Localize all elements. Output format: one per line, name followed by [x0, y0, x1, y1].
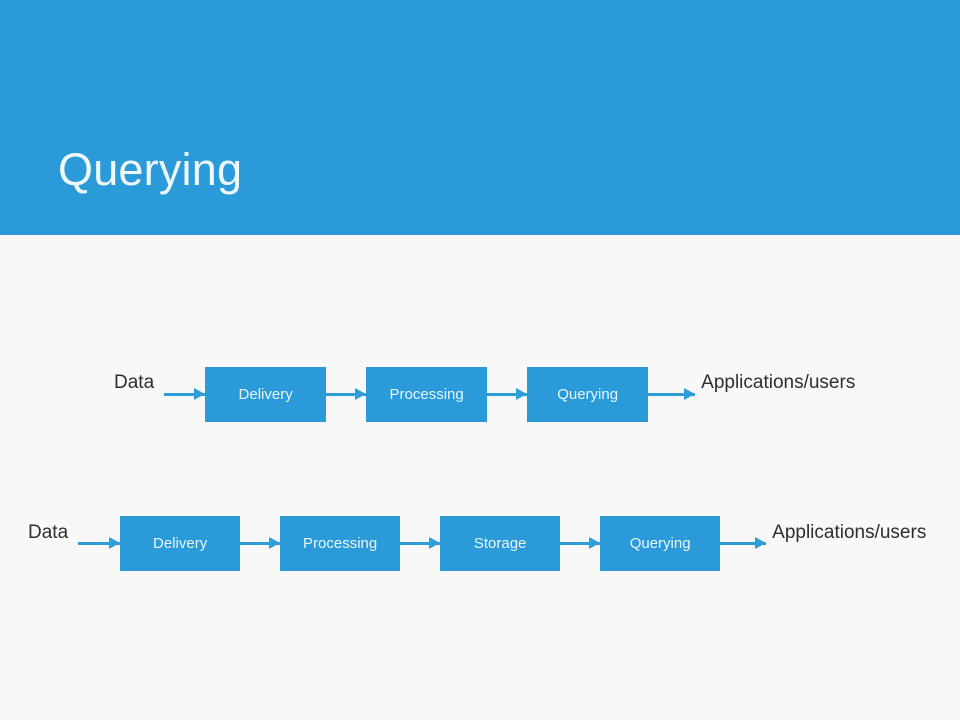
arrow-icon: [164, 387, 206, 401]
flow-sink-label: Applications/users: [772, 522, 927, 543]
slide-content-area: Data Delivery Processing Querying Applic…: [0, 235, 960, 720]
arrow-icon: [560, 536, 601, 550]
arrow-icon: [400, 536, 441, 550]
flow-source-label: Data: [114, 372, 155, 393]
flow-sink-label: Applications/users: [701, 372, 856, 393]
arrow-icon: [326, 387, 367, 401]
arrow-icon: [720, 536, 767, 550]
slide-header: Querying: [0, 0, 960, 235]
flow-diagram-row-2: Data Delivery Processing Storage Queryin…: [28, 515, 926, 571]
arrow-icon: [240, 536, 281, 550]
flow-stage-querying[interactable]: Querying: [600, 515, 721, 571]
page-title: Querying: [58, 144, 243, 195]
flow-stage-delivery[interactable]: Delivery: [205, 366, 327, 422]
flow-stage-storage[interactable]: Storage: [440, 515, 561, 571]
flow-stage-processing[interactable]: Processing: [366, 366, 488, 422]
flow-diagram-row-1: Data Delivery Processing Querying Applic…: [114, 366, 855, 422]
arrow-icon: [487, 387, 528, 401]
flow-stage-processing[interactable]: Processing: [280, 515, 401, 571]
arrow-icon: [648, 387, 696, 401]
flow-source-label: Data: [28, 522, 69, 543]
arrow-icon: [78, 536, 121, 550]
flow-stage-delivery[interactable]: Delivery: [120, 515, 241, 571]
flow-stage-querying[interactable]: Querying: [527, 366, 649, 422]
